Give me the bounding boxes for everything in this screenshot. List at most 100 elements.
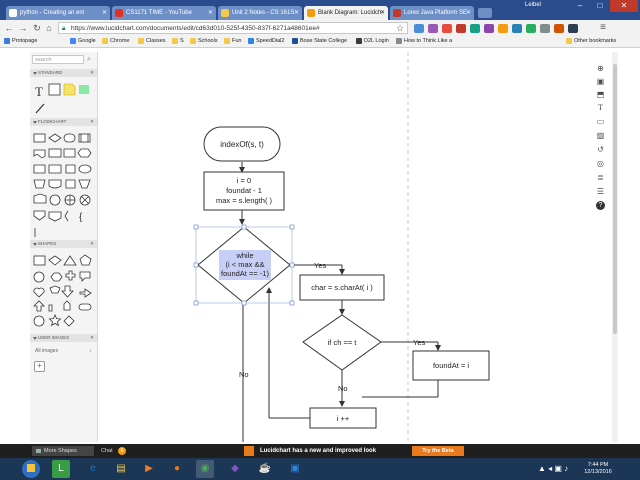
bookmark-classes[interactable]: Classes: [138, 37, 166, 46]
firefox-taskbar-icon[interactable]: ●: [173, 463, 181, 474]
extension-icon[interactable]: [568, 24, 578, 33]
maximize-button[interactable]: □: [597, 1, 603, 10]
home-icon[interactable]: ⌂: [46, 23, 52, 33]
section-shapes[interactable]: SHAPES✕: [30, 240, 97, 248]
if-decision[interactable]: [302, 314, 382, 371]
reload-icon[interactable]: ↻: [33, 23, 41, 33]
extension-icon[interactable]: [414, 24, 424, 33]
section-standard[interactable]: STANDARD✕: [30, 69, 97, 77]
zoom-icon[interactable]: ⊕: [597, 64, 604, 73]
comments-icon[interactable]: ◎: [597, 159, 604, 168]
tab-close-icon[interactable]: ✕: [101, 10, 107, 16]
help-icon[interactable]: ?: [596, 201, 605, 210]
page-icon[interactable]: ▭: [596, 117, 605, 126]
bookmark-protopage[interactable]: Protopage: [4, 37, 37, 46]
close-icon[interactable]: ✕: [90, 335, 94, 340]
extension-icon[interactable]: [498, 24, 508, 33]
page-settings-icon[interactable]: ▣: [596, 77, 605, 86]
increment-process[interactable]: [309, 407, 377, 429]
start-button[interactable]: [22, 460, 40, 478]
browser-tab-3[interactable]: Unit 2 Notes - CS 161S ✕: [218, 6, 302, 20]
more-shapes-button[interactable]: More Shapes: [32, 446, 94, 456]
system-tray[interactable]: ▲ ◂ ▣ ♪: [538, 464, 569, 473]
section-flowchart[interactable]: FLOWCHART✕: [30, 118, 97, 126]
init-process[interactable]: [203, 171, 285, 211]
bookmark-d2l[interactable]: D2L Login: [356, 37, 389, 46]
selection-handles[interactable]: [193, 224, 295, 306]
flowchart-shapes[interactable]: {: [33, 133, 92, 237]
browser-tab-5[interactable]: Lorex Java Platform SE ✕: [390, 6, 474, 20]
taskbar-clock[interactable]: 7:44 PM 12/13/2016: [578, 462, 618, 476]
tab-close-icon[interactable]: ✕: [465, 10, 471, 16]
menu-icon[interactable]: ≡: [600, 22, 606, 33]
explorer-taskbar-icon[interactable]: ▤: [116, 463, 126, 474]
bookmark-fun[interactable]: Fun: [224, 37, 241, 46]
forward-arrow-icon[interactable]: →: [18, 23, 28, 33]
bookmark-chrome[interactable]: Chrome: [102, 37, 130, 46]
java-taskbar-icon[interactable]: ☕: [258, 463, 272, 474]
extension-icon[interactable]: [428, 24, 438, 33]
char-assign-process[interactable]: [299, 274, 385, 301]
media-player-taskbar-icon[interactable]: ▶: [145, 463, 153, 474]
browser-tab-2[interactable]: CS1171 TIME - YouTube ✕: [112, 6, 216, 20]
bookmark-think[interactable]: How to Think Like a: [396, 37, 452, 46]
bookmark-schools[interactable]: Schools: [190, 37, 218, 46]
extension-icon[interactable]: [484, 24, 494, 33]
lucidchart-taskbar-icon[interactable]: L: [52, 460, 70, 478]
search-icon[interactable]: ⌕: [87, 56, 91, 63]
extension-icon[interactable]: [470, 24, 480, 33]
diagram-canvas[interactable]: indexOf(s, t) i = 0 foundat - 1 max = s.…: [100, 52, 590, 442]
increment-label: i ++: [337, 414, 350, 423]
chrome-taskbar-icon[interactable]: ◉: [196, 460, 214, 478]
bookmark-college[interactable]: Bose State College: [292, 37, 347, 46]
back-arrow-icon[interactable]: ←: [4, 23, 14, 33]
tab-close-icon[interactable]: ✕: [379, 10, 385, 16]
app-taskbar-icon[interactable]: ▣: [290, 463, 300, 474]
found-process[interactable]: [412, 350, 490, 381]
image-icon[interactable]: ▨: [596, 131, 605, 140]
browser-tab-4[interactable]: Blank Diagram: Lucidch ✕: [304, 6, 388, 20]
try-beta-button[interactable]: Try the Beta: [412, 446, 464, 456]
bookmark-other[interactable]: Other bookmarks: [566, 37, 616, 46]
minimize-button[interactable]: –: [577, 1, 583, 10]
scrollbar-thumb[interactable]: [613, 64, 617, 334]
vertical-scrollbar[interactable]: [612, 52, 618, 442]
url-input[interactable]: 🔒︎ https://www.lucidchart.com/documents/…: [58, 22, 408, 34]
fill-icon[interactable]: ⬒: [596, 90, 605, 99]
close-icon[interactable]: ✕: [90, 241, 94, 246]
all-images-dropdown[interactable]: All images: [35, 348, 59, 354]
tab-close-icon[interactable]: ✕: [293, 10, 299, 16]
chat-button[interactable]: Chat: [101, 448, 113, 454]
data-icon[interactable]: ☰: [596, 187, 605, 196]
add-image-button[interactable]: +: [34, 361, 45, 372]
text-icon[interactable]: T: [598, 103, 603, 112]
start-terminator[interactable]: [203, 126, 281, 162]
extension-icon[interactable]: [512, 24, 522, 33]
tab-close-icon[interactable]: ✕: [207, 10, 213, 16]
adblock-icon[interactable]: [442, 24, 452, 33]
browser-tab-1[interactable]: python - Creating an em ✕: [6, 6, 110, 20]
close-window-button[interactable]: ✕: [610, 0, 638, 12]
standard-shapes[interactable]: T: [35, 83, 89, 114]
close-icon[interactable]: ✕: [90, 119, 94, 124]
extension-icon[interactable]: [526, 24, 536, 33]
ie-taskbar-icon[interactable]: e: [90, 463, 96, 474]
shape-search-input[interactable]: search: [32, 55, 84, 64]
basic-shapes[interactable]: [33, 254, 92, 327]
bookmark-s[interactable]: S: [172, 37, 184, 46]
bookmark-speeddial[interactable]: SpeedDial2: [248, 37, 284, 46]
chat-count-badge: 0: [118, 447, 126, 455]
extension-icon[interactable]: [456, 24, 466, 33]
profile-name[interactable]: Leibel: [525, 2, 542, 8]
visual-studio-taskbar-icon[interactable]: ◆: [231, 463, 239, 474]
bookmark-google[interactable]: Google: [70, 37, 96, 46]
layers-icon[interactable]: ≣: [597, 173, 604, 182]
close-icon[interactable]: ✕: [90, 70, 94, 75]
history-icon[interactable]: ↺: [597, 145, 604, 154]
bookmark-star-icon[interactable]: ☆: [395, 23, 405, 33]
extension-icon[interactable]: [540, 24, 550, 33]
new-tab-button[interactable]: [478, 8, 492, 18]
extension-icon[interactable]: [554, 24, 564, 33]
section-user-images[interactable]: USER IMAGES✕: [30, 334, 97, 342]
dropdown-arrow-icon[interactable]: ↕: [89, 348, 92, 354]
